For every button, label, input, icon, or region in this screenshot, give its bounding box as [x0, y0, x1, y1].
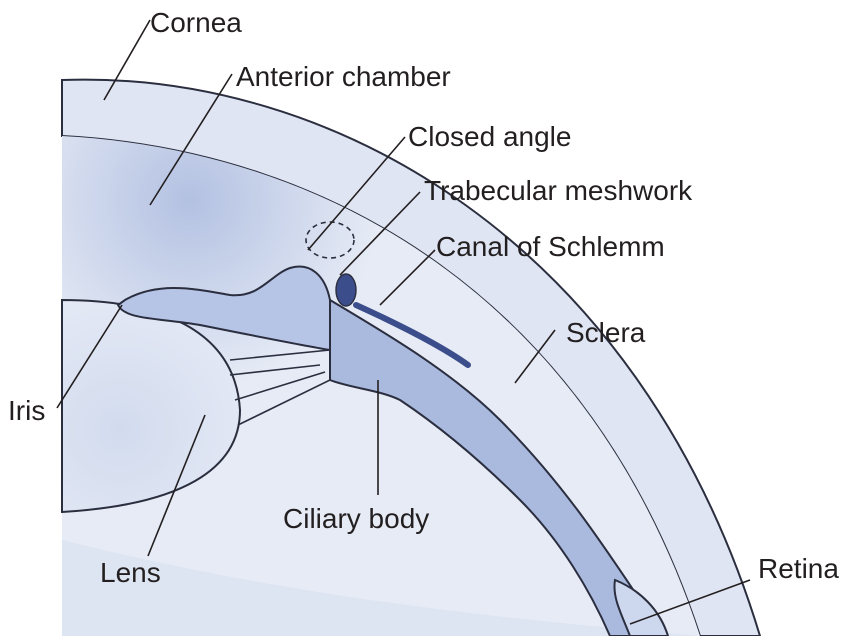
label-anterior-chamber: Anterior chamber — [236, 61, 451, 92]
label-closed-angle: Closed angle — [408, 121, 571, 152]
label-ciliary-body: Ciliary body — [283, 503, 429, 534]
label-trabecular-meshwork: Trabecular meshwork — [424, 175, 693, 206]
label-cornea: Cornea — [150, 7, 242, 38]
label-sclera: Sclera — [566, 317, 646, 348]
label-iris: Iris — [8, 395, 45, 426]
label-lens: Lens — [100, 557, 161, 588]
label-retina: Retina — [758, 553, 839, 584]
label-canal-of-schlemm: Canal of Schlemm — [436, 231, 665, 262]
trabecular-meshwork — [336, 274, 356, 306]
